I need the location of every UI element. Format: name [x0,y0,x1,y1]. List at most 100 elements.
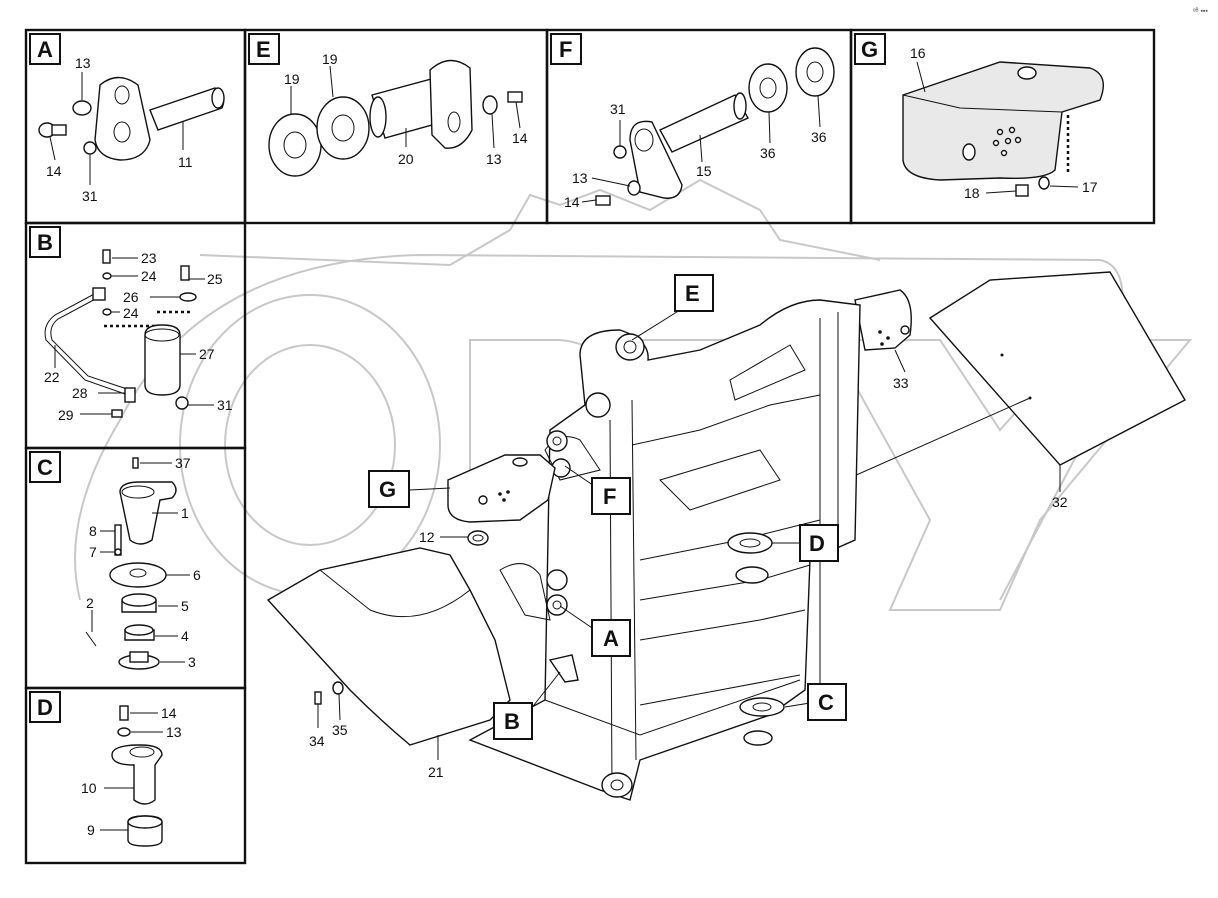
shim-19b [316,96,370,160]
bracket-33 [854,289,912,351]
panel-letter-e: E [248,33,280,65]
panel-c-parts: 37 1 8 7 6 2 5 4 3 [85,455,201,670]
label-e-19a: 19 [284,71,300,87]
fitting-28 [124,387,136,403]
label-main-35: 35 [332,722,348,738]
pivot-10 [111,744,163,805]
svg-text:D: D [37,695,53,720]
plug-29 [111,409,123,418]
svg-text:G: G [379,477,396,502]
bushing-12 [467,530,489,546]
label-c-37: 37 [175,455,191,471]
label-c-7: 7 [89,544,97,560]
panel-letter-f: F [550,33,582,65]
svg-text:B: B [37,230,53,255]
svg-text:E: E [256,37,271,62]
label-b-24b: 24 [123,305,139,321]
svg-text:C: C [818,690,834,715]
svg-text:G: G [861,37,878,62]
label-a-13: 13 [75,55,91,71]
panel-g-parts: 16 18 17 [902,45,1104,201]
svg-text:D: D [809,531,825,556]
callout-b: B [493,702,533,740]
main-assembly: E G F D A B C 33 32 12 34 35 [266,271,1186,801]
svg-text:A: A [603,626,619,651]
corner-mark: ᵉᴮ ▪▪▪ [1193,8,1208,15]
bolt-14f [595,195,611,206]
pin-2 [85,631,97,647]
panel-e-parts: 19 19 20 13 14 [268,51,528,177]
label-a-14: 14 [46,163,62,179]
panel-f-parts: 31 13 14 15 36 36 [564,47,835,210]
callout-a: A [591,619,631,657]
label-main-32: 32 [1052,494,1068,510]
label-c-2: 2 [86,595,94,611]
svg-text:A: A [37,37,53,62]
washer-7 [114,548,122,556]
label-e-20: 20 [398,151,414,167]
washer-13e [482,95,498,115]
label-f-15: 15 [696,163,712,179]
label-f-36b: 36 [811,129,827,145]
label-main-12: 12 [419,529,435,545]
panel-g-frame [849,28,1156,225]
shim-19a [268,113,322,177]
panel-d-frame [24,686,247,865]
panel-letter-c: C [29,451,61,483]
plate-15 [629,120,683,199]
label-a-31: 31 [82,188,98,204]
label-b-24a: 24 [141,268,157,284]
label-b-26: 26 [123,289,139,305]
label-c-5: 5 [181,598,189,614]
svg-text:F: F [603,484,616,509]
label-c-1: 1 [181,505,189,521]
washer-24a [102,272,112,280]
cover-16 [902,61,1104,181]
label-b-25: 25 [207,271,223,287]
callout-g: G [368,470,410,508]
plate-26 [179,292,197,302]
washer-13 [72,100,92,116]
label-f-31: 31 [610,101,626,117]
label-main-34: 34 [309,733,325,749]
label-b-31: 31 [217,397,233,413]
label-b-22: 22 [44,369,60,385]
washer-35 [332,681,344,695]
panel-b-parts: 23 24 25 26 24 27 22 28 29 31 [44,249,233,423]
fitting-37 [132,457,139,469]
bolt-14d [119,705,129,721]
callout-f: F [591,477,631,515]
guard-21 [266,547,511,746]
panel-d-parts: 14 13 10 9 [81,705,182,847]
guard-32 [928,271,1186,466]
label-c-4: 4 [181,628,189,644]
label-d-9: 9 [87,822,95,838]
panel-letter-d: D [29,691,61,723]
label-c-6: 6 [193,567,201,583]
flange-6 [109,562,167,588]
label-d-10: 10 [81,780,97,796]
callout-e: E [674,274,714,312]
panel-letter-g: G [854,33,886,65]
label-b-23: 23 [141,250,157,266]
bolt-23 [102,249,111,264]
svg-text:E: E [685,281,700,306]
washer-24b [102,308,112,316]
label-d-13: 13 [166,724,182,740]
label-d-14: 14 [161,705,177,721]
bolt-14e [507,91,523,103]
bolt-34 [314,691,322,705]
label-main-33: 33 [893,375,909,391]
pin-15 [659,94,749,153]
label-b-27: 27 [199,346,215,362]
label-g-17: 17 [1082,179,1098,195]
shim-36b [795,47,835,97]
washer-13f [627,180,641,196]
svg-text:F: F [559,37,572,62]
svg-text:C: C [37,455,53,480]
label-c-8: 8 [89,523,97,539]
plate-11 [94,76,151,161]
label-e-13: 13 [486,151,502,167]
panel-letter-a: A [29,33,61,65]
